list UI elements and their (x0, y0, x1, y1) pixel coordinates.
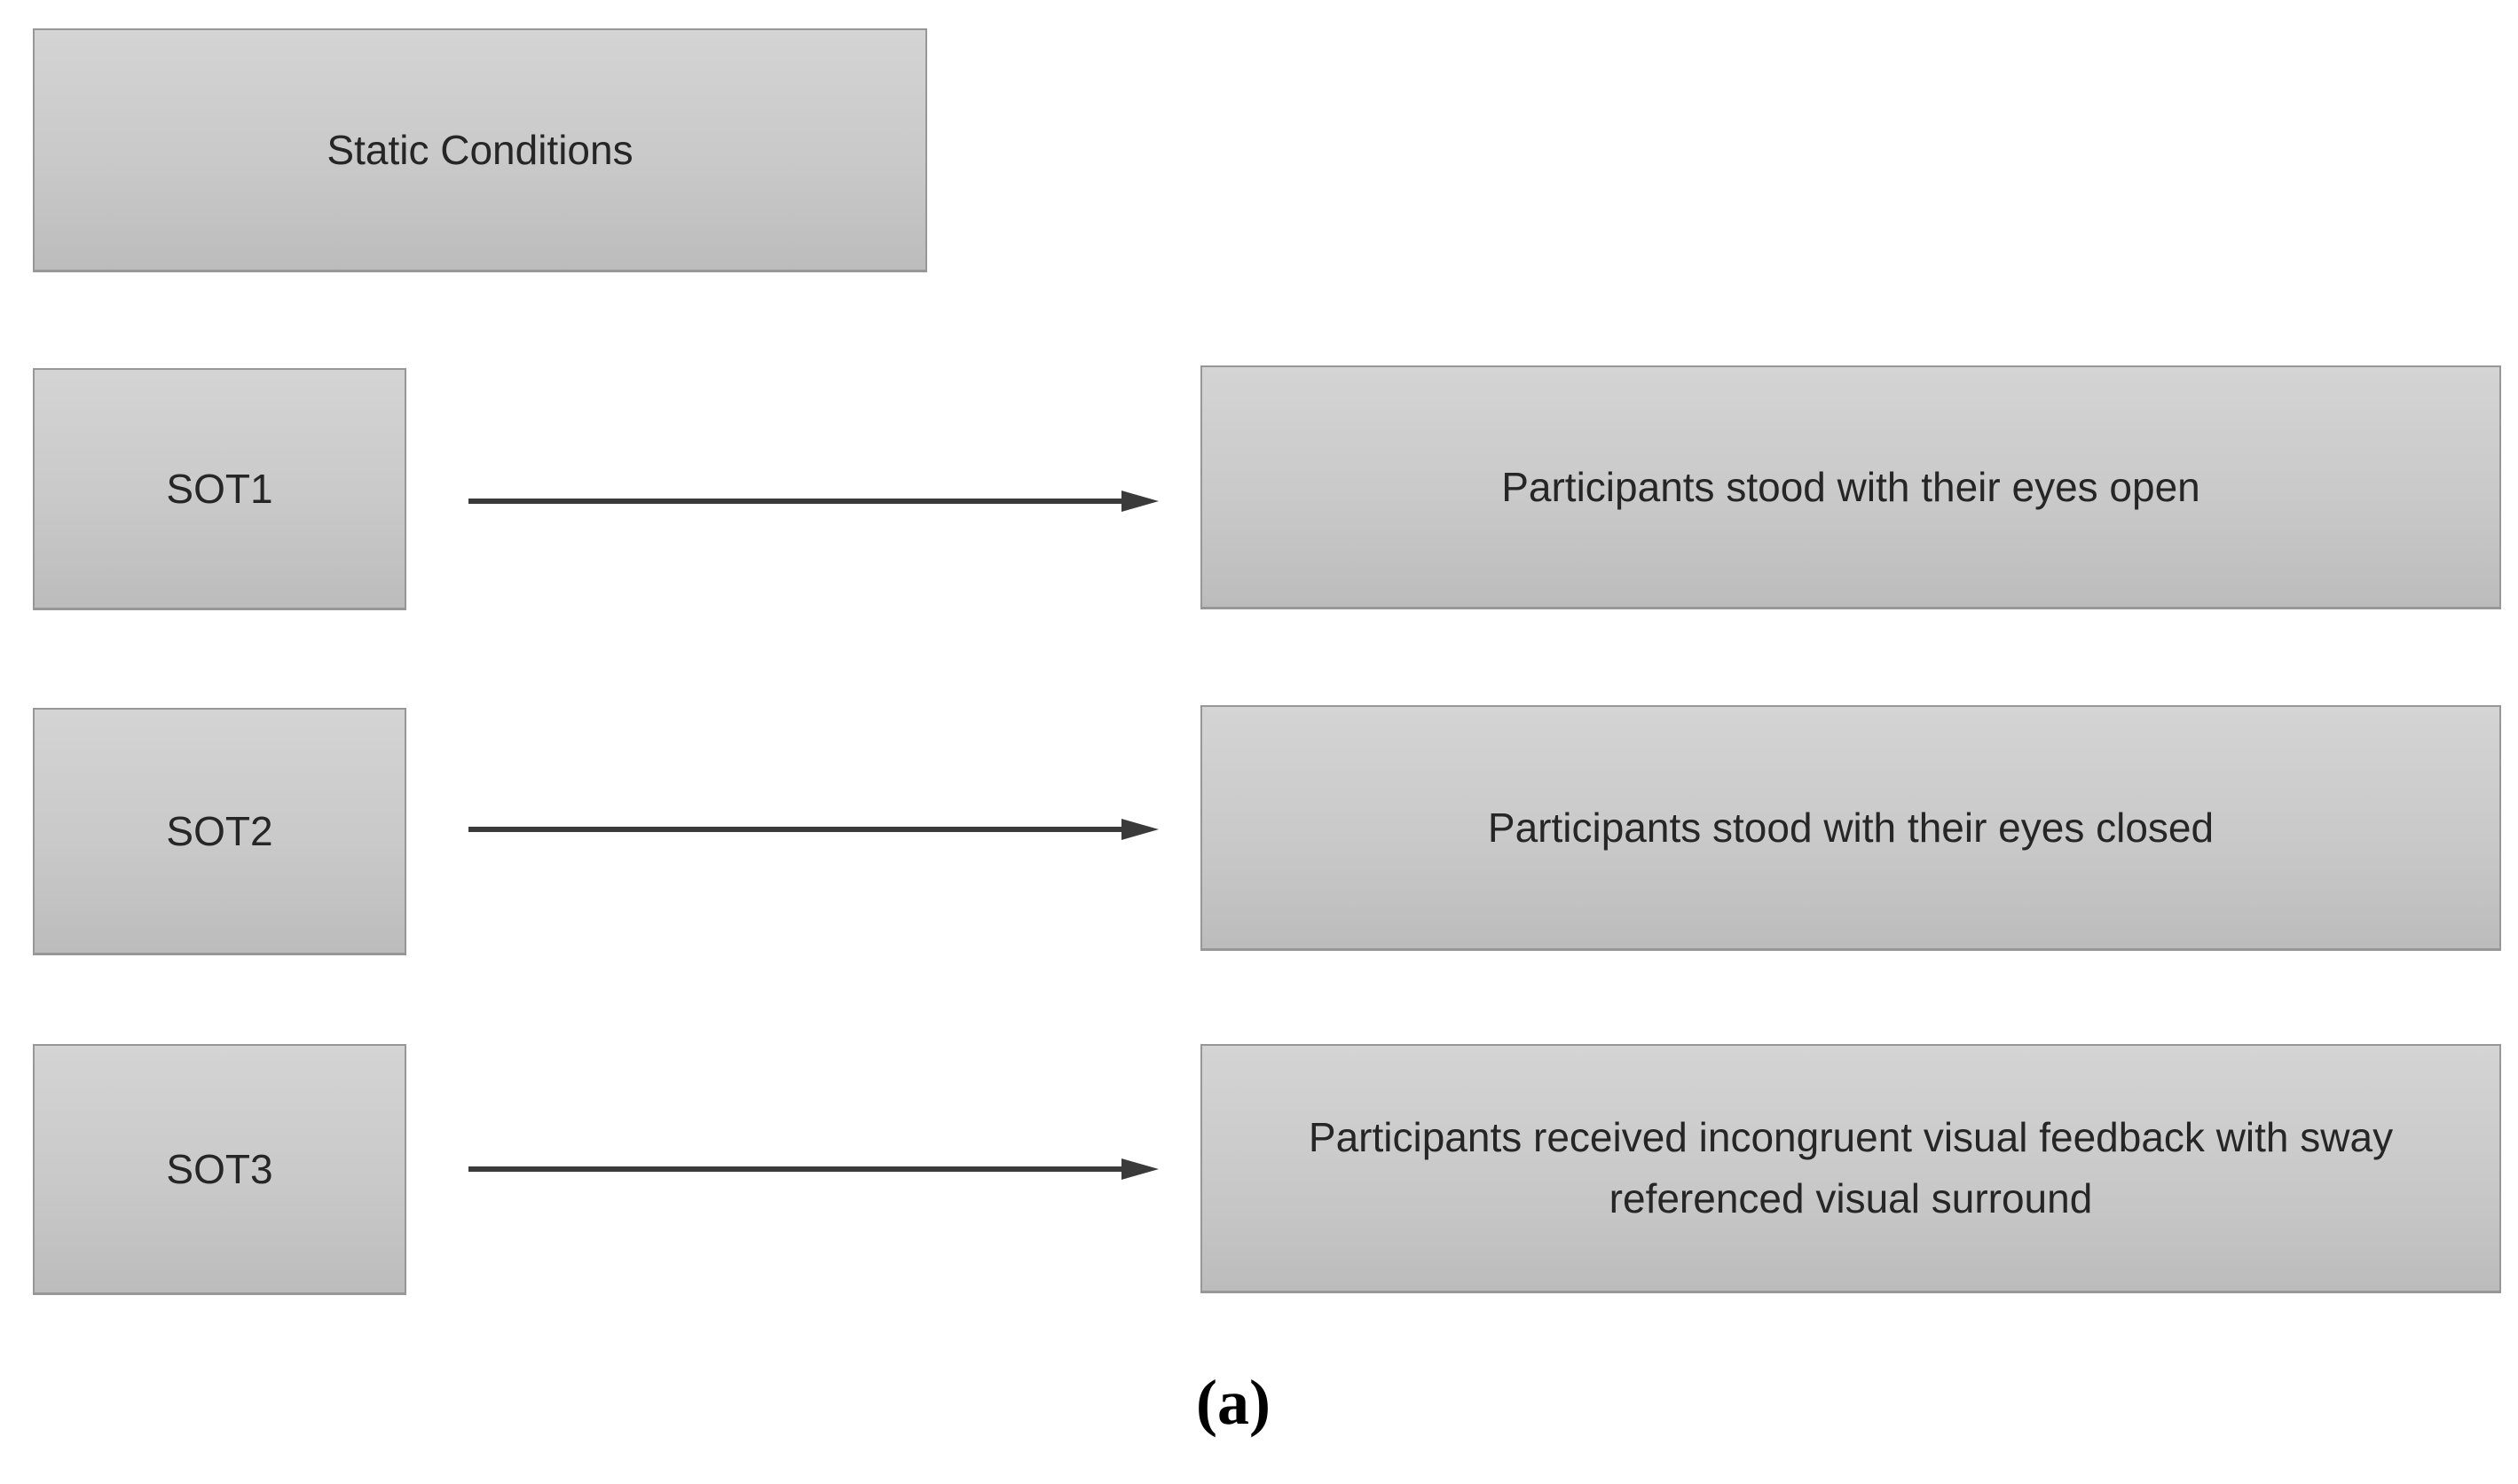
arrow-sot2-to-description (468, 819, 1159, 840)
arrow-sot1-to-description (468, 491, 1159, 512)
header-box-static-conditions: Static Conditions (33, 28, 927, 272)
arrow-sot3-to-description (468, 1158, 1159, 1180)
condition-box-sot1: SOT1 (33, 368, 406, 610)
condition-box-sot3: SOT3 (33, 1044, 406, 1295)
description-text-sot2: Participants stood with their eyes close… (1487, 804, 2215, 851)
condition-box-sot2: SOT2 (33, 708, 406, 955)
condition-label-sot2: SOT2 (166, 807, 273, 854)
header-label: Static Conditions (327, 126, 633, 173)
description-box-sot3: Participants received incongruent visual… (1200, 1044, 2501, 1293)
condition-label-sot1: SOT1 (166, 465, 273, 512)
description-text-sot3: Participants received incongruent visual… (1308, 1114, 2394, 1221)
description-box-sot1: Participants stood with their eyes open (1200, 365, 2501, 609)
figure-caption: (a) (1196, 1367, 1271, 1438)
description-text-sot1: Participants stood with their eyes open (1501, 463, 2200, 510)
description-box-sot2: Participants stood with their eyes close… (1200, 705, 2501, 951)
condition-label-sot3: SOT3 (166, 1145, 273, 1192)
